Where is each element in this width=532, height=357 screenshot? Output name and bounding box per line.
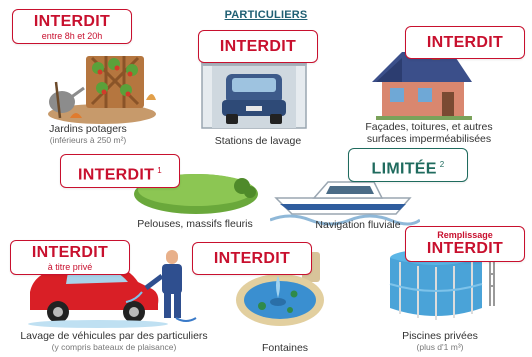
facades-status-badge: INTERDIT [405,26,525,59]
navigation-caption: Navigation fluviale [288,219,428,231]
footnote-marker: 2 [439,160,445,169]
status-label: INTERDIT [426,34,504,51]
caption-line-1: Façades, toitures, et autres [365,121,493,133]
caption-label: Piscines privées [402,330,478,342]
caption-detail: (inférieurs à 250 m²) [49,135,127,145]
stations-lavage-caption: Stations de lavage [188,135,328,147]
status-label: INTERDIT [78,166,155,184]
footnote-marker: 1 [157,166,162,175]
jardins-potagers-status-badge: INTERDIT entre 8h et 20h [12,9,132,44]
status-label: INTERDIT [426,240,504,257]
house-illustration [372,46,472,120]
stations-lavage-status-badge: INTERDIT [198,30,318,63]
caption-label: Pelouses, massifs fleuris [137,218,253,230]
piscines-caption: Piscines privées (plus d'1 m³) [384,330,496,352]
piscines-status-badge: Remplissage INTERDIT [405,226,525,262]
vegetable-garden-illustration [48,56,156,124]
boat-illustration [270,181,420,226]
pelouses-caption: Pelouses, massifs fleuris [115,218,275,230]
page-title: PARTICULIERS [224,9,308,21]
lavage-vehicules-caption: Lavage de véhicules par des particuliers… [4,330,224,352]
fountain-illustration [236,252,324,326]
caption-detail: (y compris bateaux de plaisance) [51,342,177,352]
fontaines-caption: Fontaines [240,342,330,354]
status-prelabel: Remplissage [437,230,493,240]
caption-label: Stations de lavage [214,135,302,147]
caption-line-2: surfaces imperméabilisées [366,133,492,145]
status-note: à titre privé [47,262,93,272]
jardins-potagers-caption: Jardins potagers (inférieurs à 250 m²) [18,123,158,145]
status-label: INTERDIT [213,250,291,267]
caption-label: Navigation fluviale [315,219,401,231]
status-label: INTERDIT [31,244,109,261]
caption-label: Lavage de véhicules par des particuliers [20,330,208,342]
car-wash-station-illustration [201,58,307,129]
caption-label: Fontaines [261,342,309,354]
status-label: INTERDIT [219,38,297,55]
fontaines-status-badge: INTERDIT [192,242,312,275]
car-washing-illustration [28,250,197,328]
caption-detail: (plus d'1 m³) [416,342,464,352]
lavage-vehicules-status-badge: INTERDIT à titre privé [10,240,130,275]
facades-caption: Façades, toitures, et autres surfaces im… [344,121,514,145]
caption-label: Jardins potagers [49,123,127,135]
status-label: INTERDIT [33,13,111,30]
status-label: LIMITÉE [371,160,437,178]
status-note: entre 8h et 20h [41,31,103,41]
